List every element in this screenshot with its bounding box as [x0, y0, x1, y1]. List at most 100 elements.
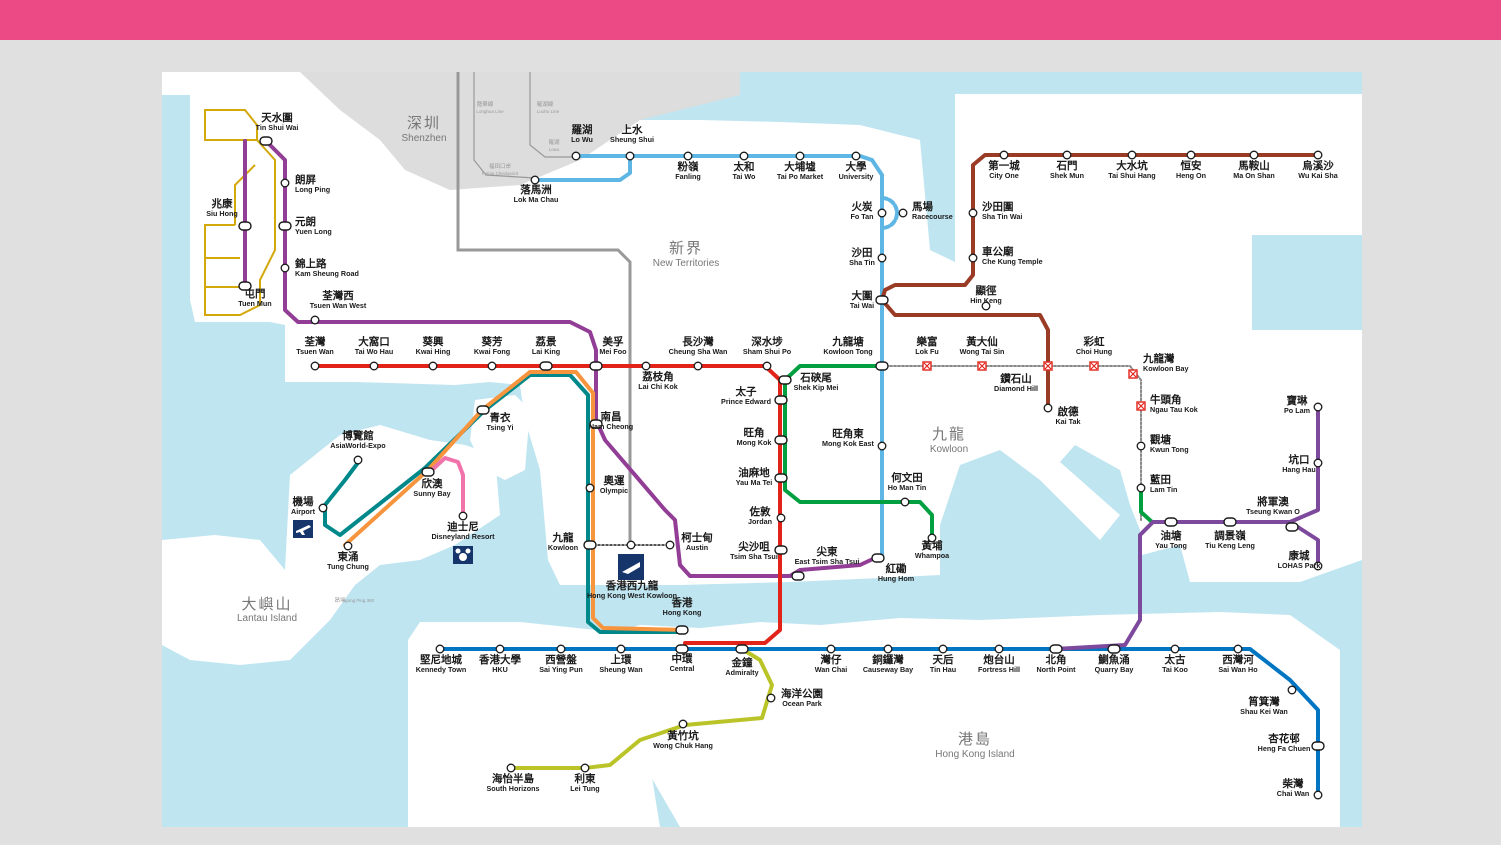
station-marker[interactable] [1313, 402, 1323, 412]
station-marker[interactable] [435, 644, 445, 654]
interchange-marker[interactable] [774, 395, 788, 405]
station-marker[interactable] [1233, 644, 1243, 654]
interchange-marker[interactable] [1285, 522, 1299, 532]
station-marker[interactable] [877, 441, 887, 451]
interchange-marker[interactable] [774, 435, 788, 445]
station-marker[interactable] [1136, 483, 1146, 493]
station-marker[interactable] [968, 253, 978, 263]
station-marker[interactable] [826, 644, 836, 654]
station-marker[interactable] [310, 361, 320, 371]
station-marker[interactable] [795, 151, 805, 161]
station-marker[interactable] [626, 540, 636, 550]
station-marker[interactable] [1313, 150, 1323, 160]
station-marker[interactable] [310, 315, 320, 325]
station-marker[interactable] [280, 263, 290, 273]
interchange-marker[interactable] [778, 375, 792, 385]
station-marker[interactable] [530, 175, 540, 185]
station-marker[interactable] [877, 253, 887, 263]
station-marker[interactable] [898, 208, 908, 218]
station-marker[interactable] [877, 208, 887, 218]
station-marker[interactable] [353, 455, 363, 465]
interchange-marker[interactable] [589, 361, 603, 371]
station-marker[interactable] [883, 644, 893, 654]
station-marker[interactable] [1186, 150, 1196, 160]
station-marker[interactable] [458, 511, 468, 521]
interchange-marker[interactable] [421, 467, 435, 477]
station-marker[interactable] [994, 644, 1004, 654]
station-marker[interactable] [1287, 685, 1297, 695]
station-marker[interactable] [981, 301, 991, 311]
interchange-marker[interactable] [1164, 517, 1178, 527]
station-marker[interactable] [739, 151, 749, 161]
interchange-marker[interactable] [791, 571, 805, 581]
station-marker[interactable] [766, 693, 776, 703]
interchange-marker[interactable] [259, 136, 273, 146]
station-marker[interactable] [999, 150, 1009, 160]
station-marker[interactable] [1170, 644, 1180, 654]
station-marker[interactable] [571, 151, 581, 161]
station-marker[interactable] [280, 178, 290, 188]
station-marker[interactable] [343, 541, 353, 551]
station-marker[interactable] [625, 151, 635, 161]
interchange-marker[interactable] [589, 419, 603, 429]
station-marker[interactable] [585, 483, 595, 493]
station-marker[interactable] [506, 763, 516, 773]
station-marker[interactable] [641, 361, 651, 371]
station-marker[interactable] [487, 361, 497, 371]
interchange-marker[interactable] [238, 281, 252, 291]
station-marker[interactable] [1043, 403, 1053, 413]
